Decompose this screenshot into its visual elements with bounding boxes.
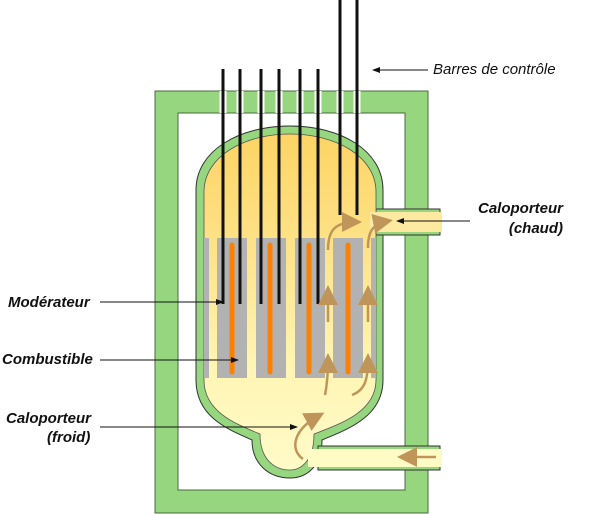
label-pointers bbox=[100, 67, 470, 430]
coolant-volume bbox=[203, 133, 377, 471]
label-moderator: Modérateur bbox=[8, 294, 91, 311]
label-cold-coolant-2: (froid) bbox=[47, 429, 90, 446]
label-hot-coolant-1: Caloporteur bbox=[478, 200, 564, 217]
label-cold-coolant-1: Caloporteur bbox=[6, 410, 92, 427]
label-fuel: Combustible bbox=[2, 351, 93, 368]
label-control-rods: Barres de contrôle bbox=[433, 61, 556, 78]
control-rods bbox=[221, 0, 359, 304]
label-hot-coolant-2: (chaud) bbox=[509, 220, 563, 237]
flow-arrows bbox=[294, 212, 436, 467]
fuel-rods bbox=[229, 242, 351, 375]
